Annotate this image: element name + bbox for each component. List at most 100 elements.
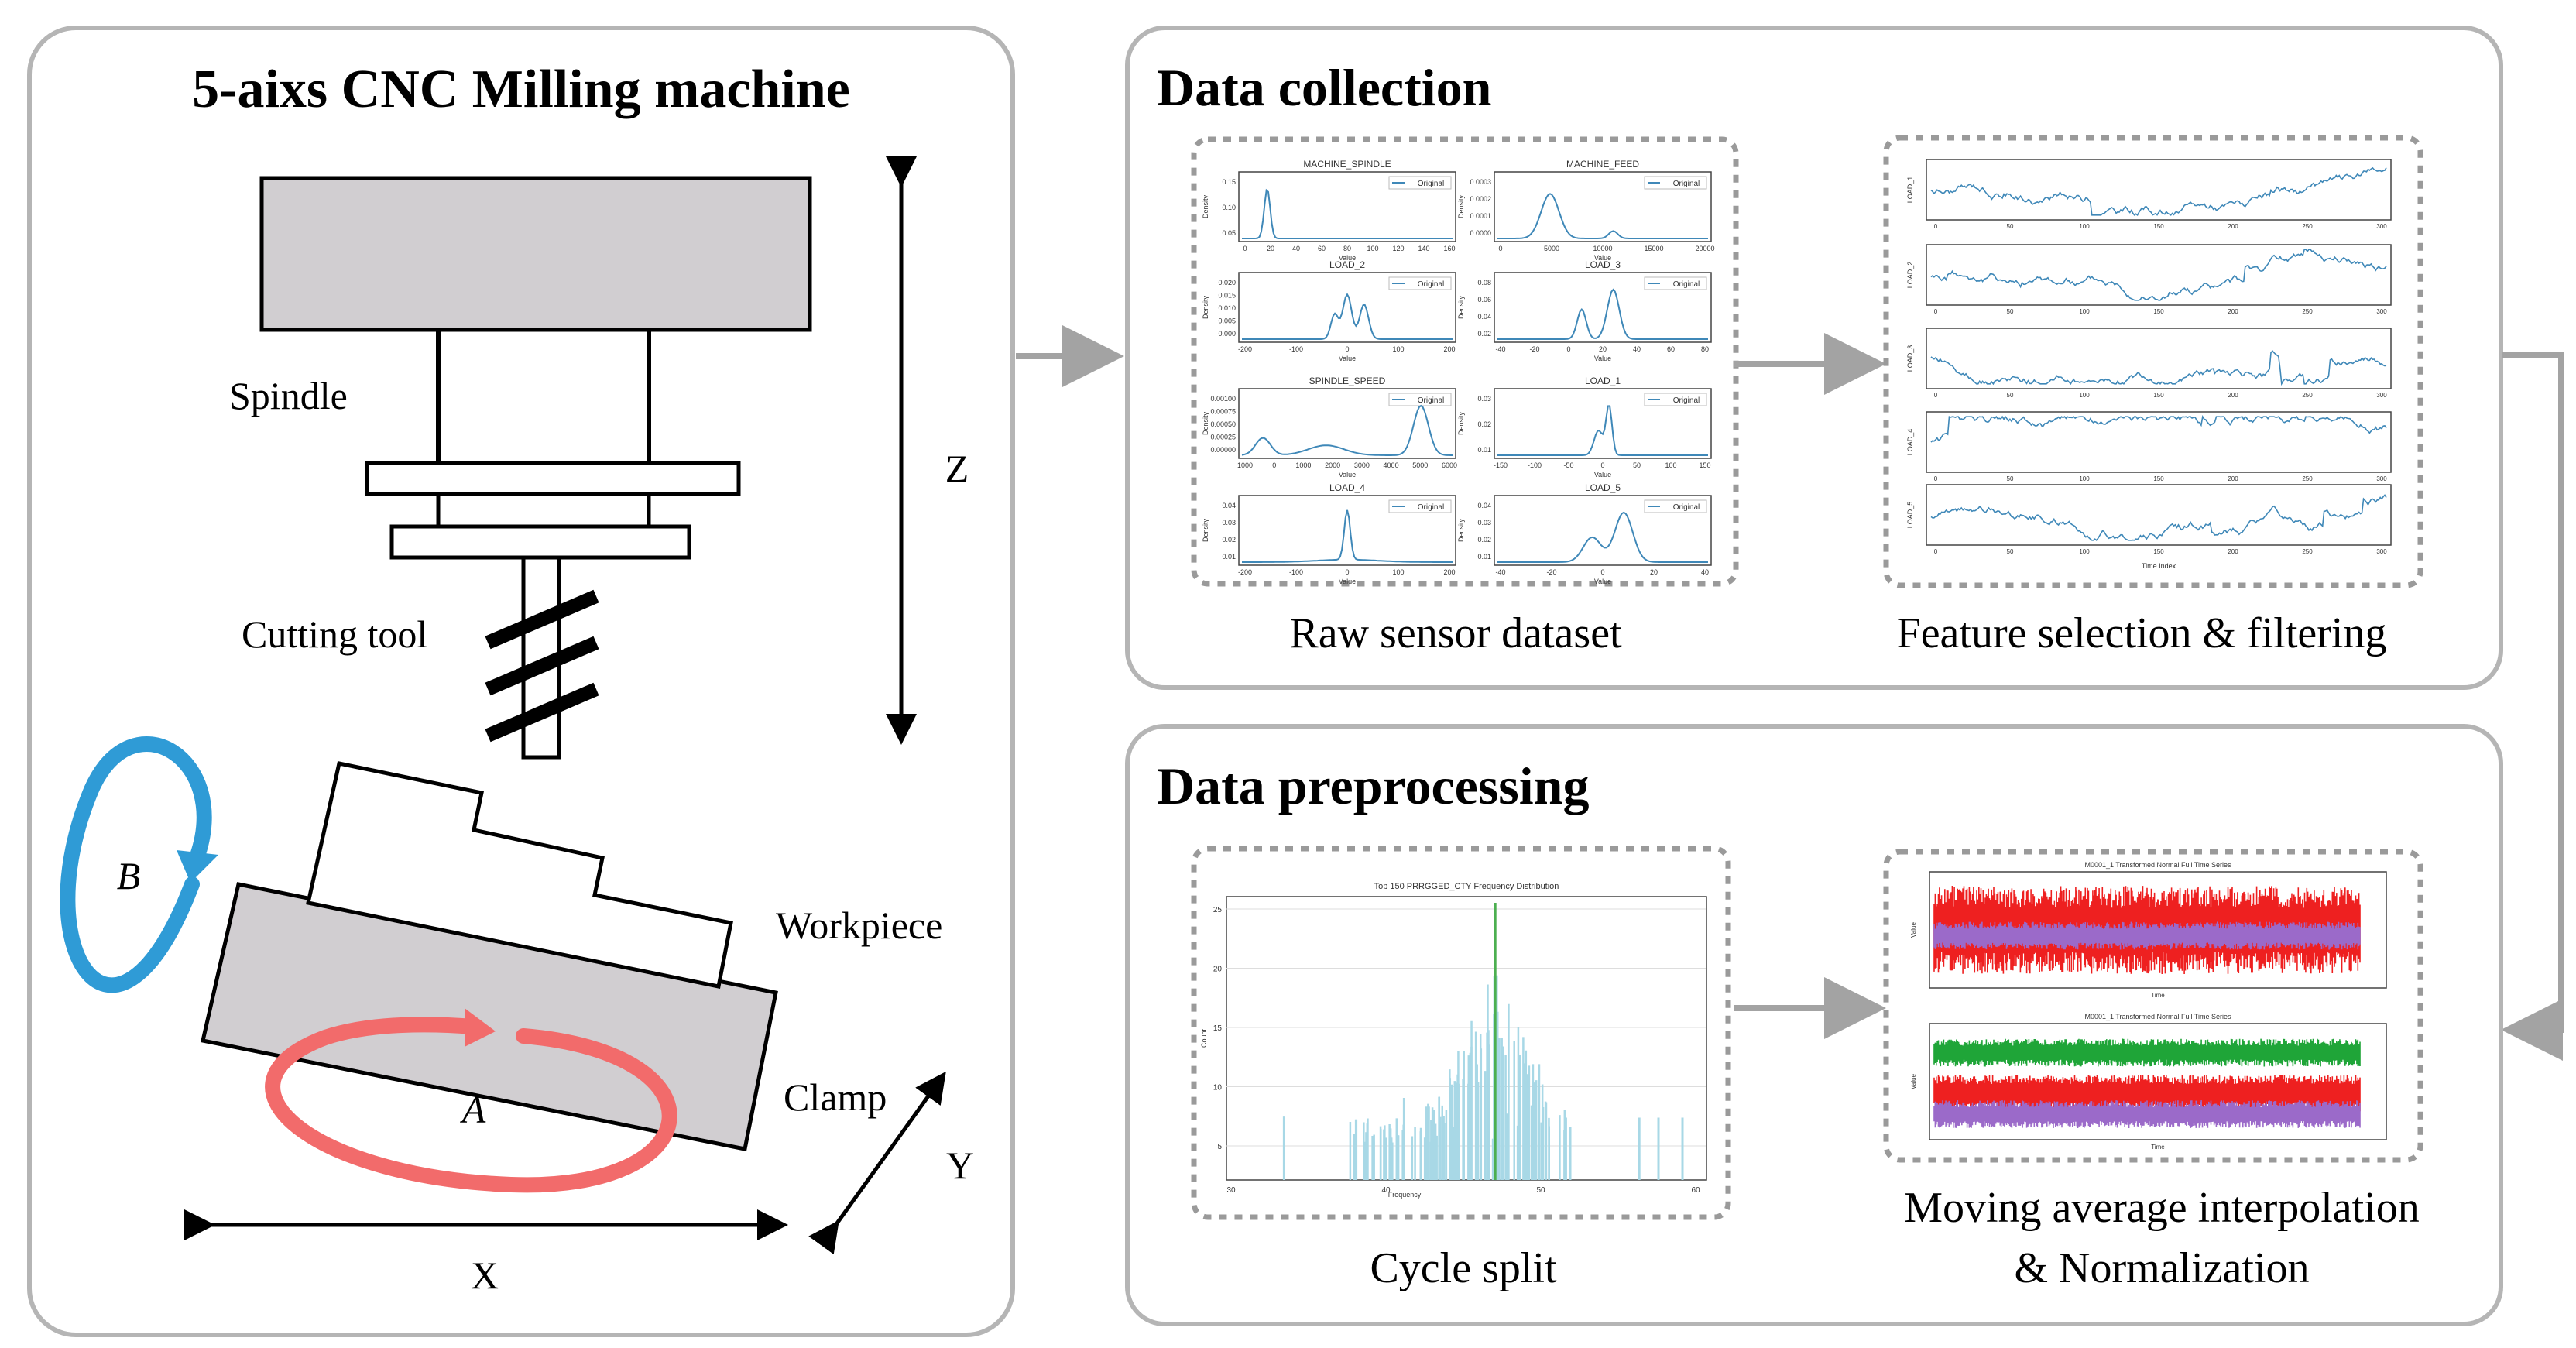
density-line: [1497, 288, 1708, 340]
y-axis-label: Density: [1457, 295, 1465, 319]
plot-frame: [1926, 484, 2392, 546]
series-line: [1930, 166, 2387, 216]
x-tick-label: 40: [1292, 245, 1300, 252]
y-tick-label: 0.04: [1477, 502, 1491, 509]
x-tick-label: 15000: [1644, 245, 1663, 252]
x-tick-label: 4000: [1384, 461, 1399, 469]
x-tick-label: 100: [2079, 223, 2090, 230]
y-tick-label: 0.00050: [1210, 420, 1236, 428]
x-tick-label: -40: [1495, 568, 1505, 576]
x-tick-label: 5000: [1544, 245, 1559, 252]
rotation-a-arrow: [265, 1017, 677, 1193]
x-tick-label: -100: [1528, 461, 1542, 469]
rotation-a-label: A: [460, 1088, 486, 1131]
x-tick-label: 1000: [1237, 461, 1253, 469]
x-tick-label: 150: [2153, 392, 2164, 399]
plot-title: LOAD_2: [1329, 259, 1365, 270]
x-axis-label: Value: [1339, 471, 1356, 478]
x-tick-label: 150: [2153, 475, 2164, 482]
x-tick-label: 60: [1691, 1186, 1700, 1195]
x-tick-label: 50: [2007, 392, 2014, 399]
density-line: [1242, 188, 1453, 239]
cutting-tool-flute-2: [485, 636, 599, 696]
x-axis-label: Value: [1339, 578, 1356, 585]
normalization-box: [1883, 849, 2423, 1163]
legend-label: Original: [1673, 503, 1700, 512]
plot-title: MACHINE_SPINDLE: [1303, 159, 1391, 170]
y-tick-label: 0.00075: [1210, 408, 1236, 416]
x-tick-label: 20: [1599, 345, 1607, 353]
preprocessing-title: Data preprocessing: [1157, 756, 1589, 815]
x-tick-label: 100: [2079, 475, 2090, 482]
x-tick-label: 40: [1701, 568, 1709, 576]
y-tick-label: 0.03: [1477, 395, 1491, 403]
x-tick-label: 300: [2376, 308, 2387, 315]
y-axis-label: Density: [1202, 518, 1209, 542]
y-tick-label: 0.02: [1477, 420, 1491, 428]
x-tick-label: 60: [1667, 345, 1675, 353]
y-tick-label: 0.010: [1218, 304, 1236, 312]
x-tick-label: 200: [1443, 345, 1455, 353]
x-tick-label: 200: [1443, 568, 1455, 576]
x-tick-label: -100: [1289, 345, 1303, 353]
x-tick-label: 250: [2302, 392, 2313, 399]
cutting-tool-flute-3: [485, 682, 599, 743]
x-axis-label: Value: [1594, 355, 1611, 362]
x-tick-label: 60: [1318, 245, 1326, 252]
x-tick-label: 100: [1367, 245, 1378, 252]
histogram-title: Top 150 PRRGGED_CTY Frequency Distributi…: [1374, 882, 1559, 891]
x-tick-label: -200: [1238, 345, 1252, 353]
x-tick-label: 250: [2302, 548, 2313, 555]
clamp-label: Clamp: [784, 1075, 887, 1119]
rotation-b-arrowhead: [177, 850, 218, 883]
y-axis-label: Density: [1457, 411, 1465, 435]
plot-title: LOAD_1: [1585, 376, 1621, 386]
density-line: [1497, 511, 1708, 563]
y-tick-label: 0.02: [1477, 330, 1491, 338]
x-tick-label: 200: [2228, 548, 2238, 555]
x-tick-label: 250: [2302, 308, 2313, 315]
y-tick-label: 0.005: [1218, 317, 1236, 325]
normalized-time-series: M0001_1 Transformed Normal Full Time Ser…: [1910, 861, 2387, 1151]
x-tick-label: 6000: [1442, 461, 1457, 469]
z-axis-label: Z: [945, 447, 969, 490]
x-tick-label: 0: [1272, 461, 1276, 469]
x-tick-label: 0: [1345, 568, 1349, 576]
series-band: [1933, 1075, 2361, 1112]
workpiece-body: [306, 761, 733, 989]
x-tick-label: 150: [2153, 548, 2164, 555]
x-tick-label: 0: [1566, 345, 1570, 353]
x-axis-label: Value: [1339, 355, 1356, 362]
x-axis-label: Value: [1339, 254, 1356, 262]
x-axis-label: Time: [2151, 992, 2165, 999]
x-tick-label: 200: [2228, 308, 2238, 315]
y-tick-label: 0.05: [1222, 229, 1236, 237]
x-tick-label: 40: [1633, 345, 1641, 353]
x-tick-label: 30: [1226, 1186, 1236, 1195]
x-tick-label: 200: [2228, 475, 2238, 482]
y-axis-label: Density: [1202, 295, 1209, 319]
legend-box: [1644, 499, 1707, 513]
y-axis-label: Density: [1202, 411, 1209, 435]
y-axis-label: Value: [1910, 922, 1917, 938]
x-tick-label: 150: [1699, 461, 1710, 469]
x-tick-label: 3000: [1354, 461, 1370, 469]
y-tick-label: 0.03: [1222, 519, 1236, 527]
series-line: [1930, 349, 2387, 386]
series-line: [1930, 415, 2387, 443]
x-tick-label: 160: [1443, 245, 1455, 252]
plot-title: M0001_1 Transformed Normal Full Time Ser…: [2084, 861, 2231, 869]
x-tick-label: 80: [1343, 245, 1351, 252]
feature-selection-caption: Feature selection & filtering: [1897, 609, 2387, 657]
plot-frame: [1926, 328, 2392, 389]
x-tick-label: 120: [1392, 245, 1404, 252]
spindle-flange-lower: [389, 524, 691, 560]
x-tick-label: 100: [1392, 345, 1404, 353]
plot-title: M0001_1 Transformed Normal Full Time Ser…: [2084, 1013, 2231, 1020]
